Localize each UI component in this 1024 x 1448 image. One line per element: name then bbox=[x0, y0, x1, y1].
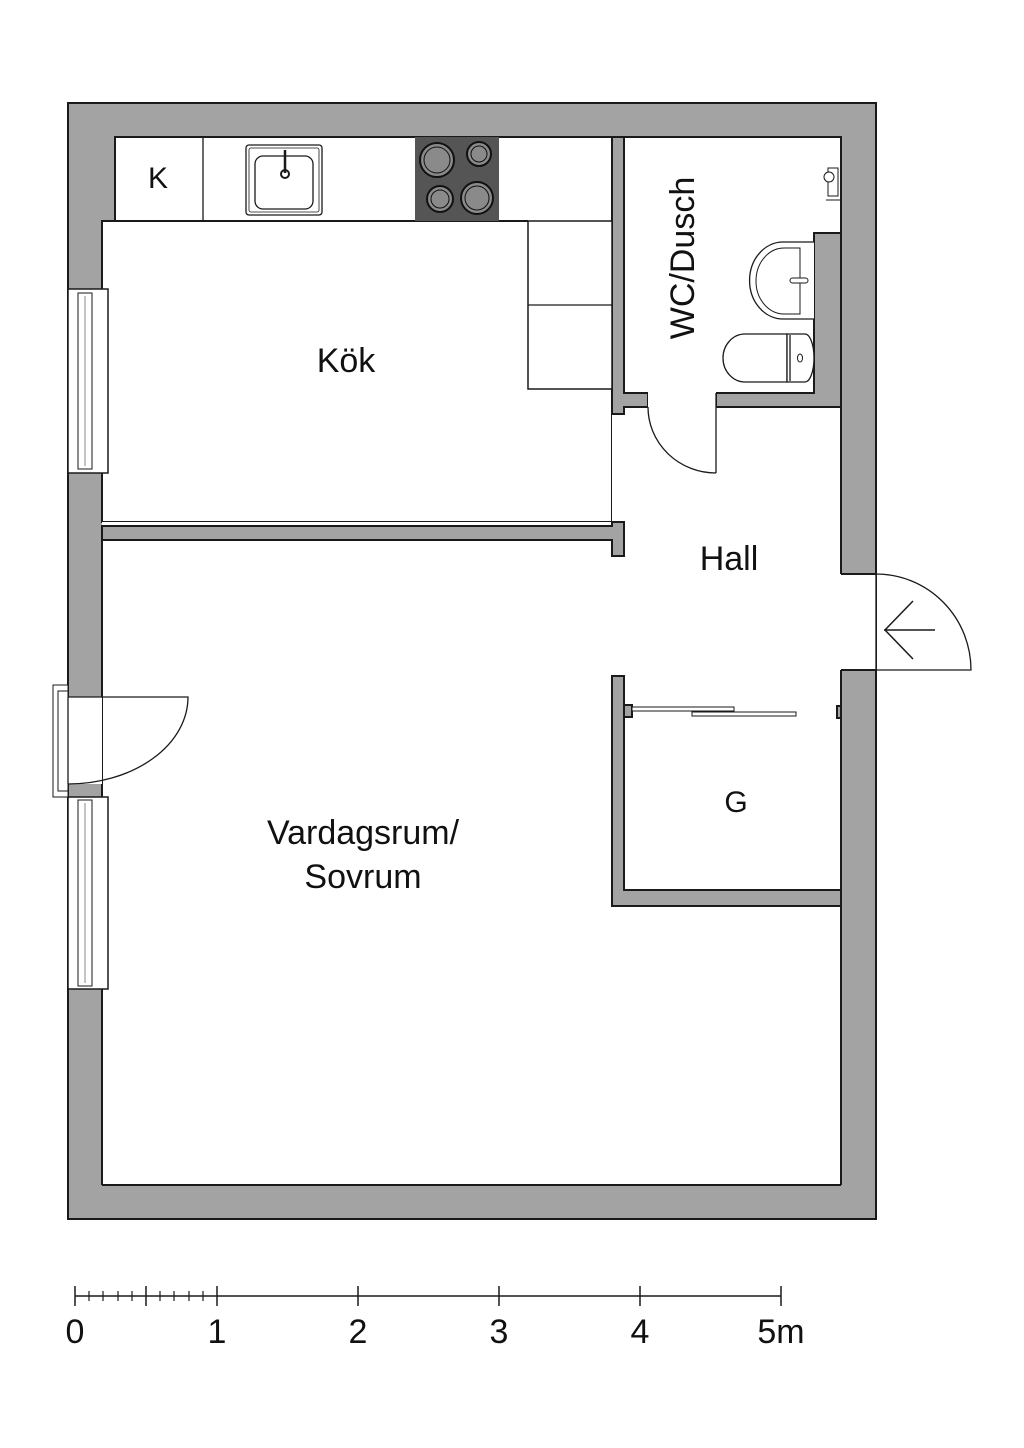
washbasin-icon bbox=[748, 241, 814, 320]
scale-label-3: 3 bbox=[490, 1313, 509, 1351]
scale-label-5: 5m bbox=[757, 1313, 804, 1351]
window-living bbox=[67, 796, 109, 990]
toilet-icon bbox=[722, 333, 815, 383]
window-kitchen bbox=[67, 288, 109, 474]
balcony-door bbox=[52, 684, 189, 798]
scale-label-1: 1 bbox=[208, 1313, 227, 1351]
label-living-line2: Sovrum bbox=[304, 858, 421, 896]
label-bathroom: WC/Dusch bbox=[664, 177, 702, 339]
stove-icon bbox=[415, 137, 499, 221]
bathroom-door bbox=[647, 390, 717, 474]
label-wardrobe: G bbox=[724, 786, 747, 819]
scale-bar: 0 1 2 3 4 5m bbox=[66, 1286, 805, 1351]
interior-wall-kitchen bbox=[101, 521, 625, 557]
entrance-door bbox=[875, 573, 972, 671]
scale-label-0: 0 bbox=[66, 1313, 85, 1351]
arrow-left-entrance-icon bbox=[883, 600, 935, 660]
kitchen-sink-icon bbox=[245, 144, 323, 216]
wardrobe-sliding-doors bbox=[623, 704, 842, 719]
scale-label-2: 2 bbox=[349, 1313, 368, 1351]
label-living-line1: Vardagsrum/ bbox=[267, 814, 460, 852]
room-floors bbox=[101, 136, 876, 1185]
label-hall: Hall bbox=[700, 540, 759, 578]
scale-label-4: 4 bbox=[631, 1313, 650, 1351]
label-kitchen: Kök bbox=[317, 342, 377, 380]
kitchen-counter bbox=[102, 137, 613, 390]
label-kitchen-cabinet: K bbox=[148, 162, 168, 195]
shower-icon bbox=[823, 167, 840, 201]
